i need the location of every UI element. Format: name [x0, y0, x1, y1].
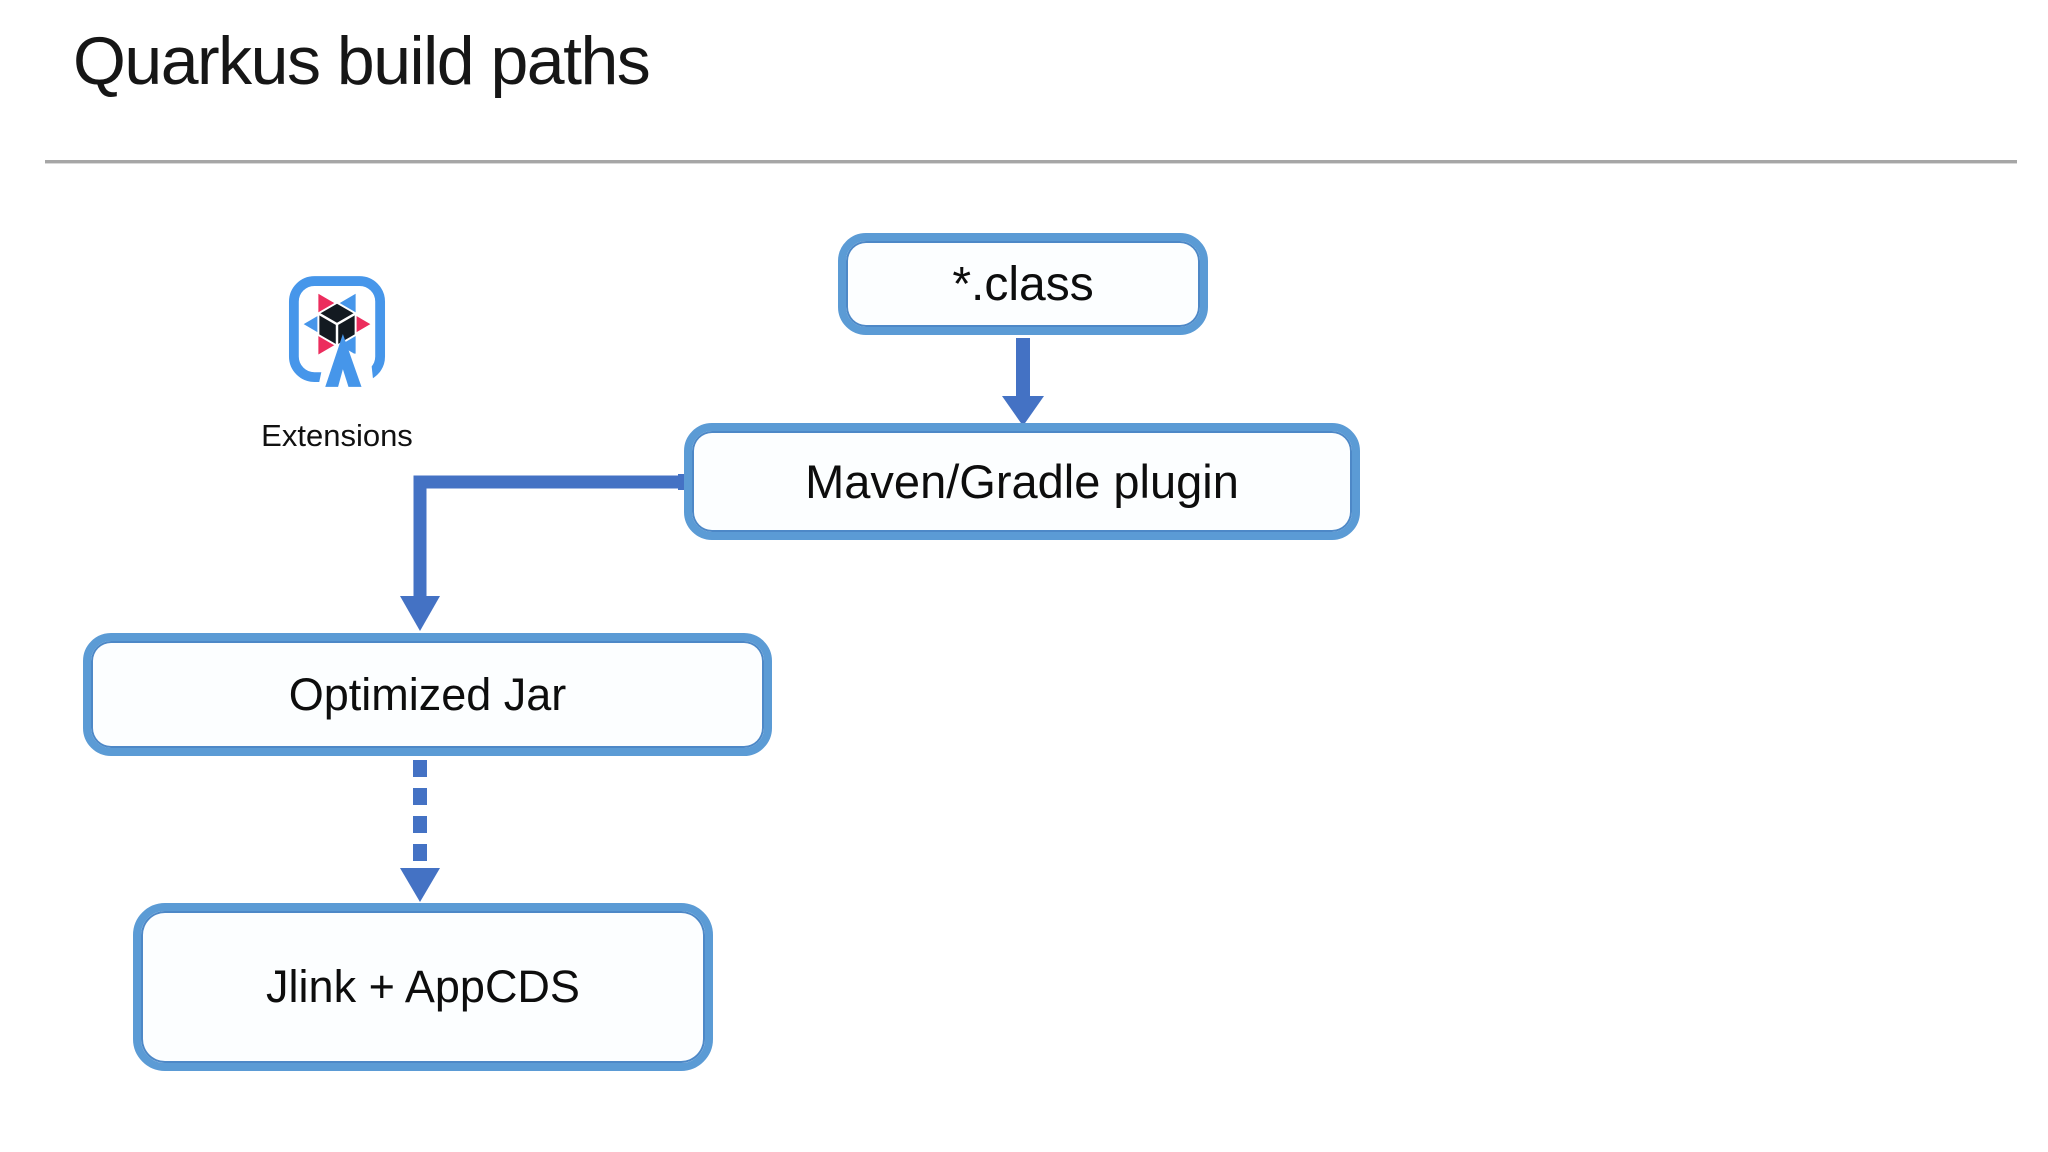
extensions-group: Extensions [217, 274, 457, 454]
quarkus-tail [325, 333, 362, 387]
node-optimized-jar: Optimized Jar [83, 633, 772, 756]
node-maven-gradle-plugin: Maven/Gradle plugin [684, 423, 1360, 540]
title-divider [45, 160, 2017, 164]
node-class-files-label: *.class [952, 257, 1094, 311]
node-class-files: *.class [838, 233, 1208, 335]
elbow-arrow-plugin-to-jar [400, 474, 690, 631]
page-title: Quarkus build paths [73, 23, 651, 99]
arrow-class-to-plugin [1002, 338, 1044, 426]
dashed-arrow-jar-to-jlink [400, 760, 440, 902]
node-jlink-appcds-label: Jlink + AppCDS [266, 961, 580, 1012]
node-maven-gradle-plugin-label: Maven/Gradle plugin [805, 455, 1239, 508]
node-jlink-appcds: Jlink + AppCDS [133, 903, 713, 1071]
extensions-label: Extensions [261, 418, 413, 453]
node-optimized-jar-label: Optimized Jar [288, 668, 567, 720]
quarkus-extensions-icon [288, 276, 386, 391]
